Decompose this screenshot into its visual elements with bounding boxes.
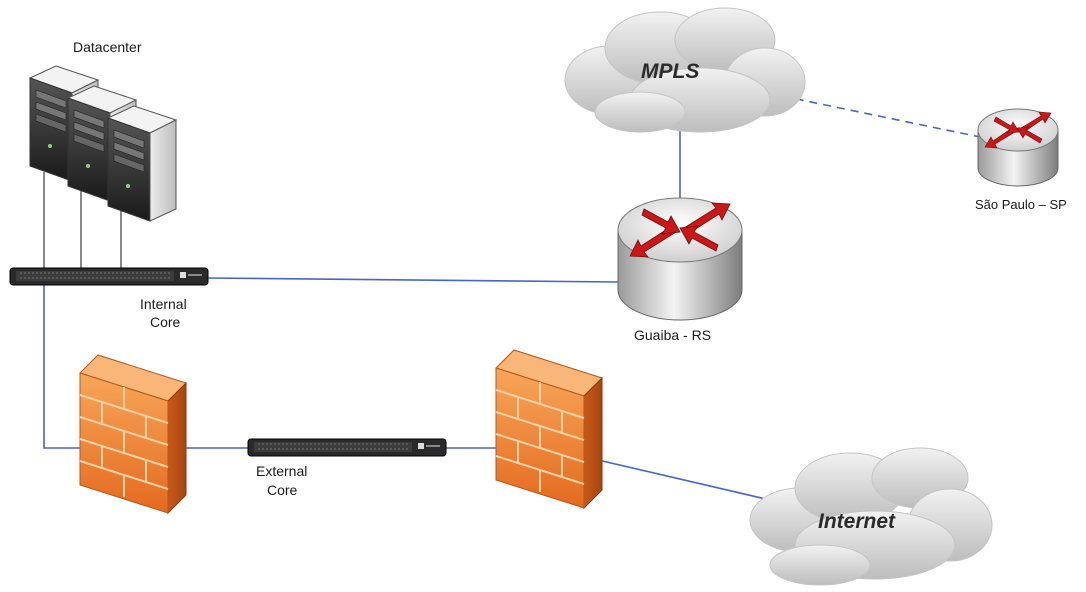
saopaulo-router-icon[interactable] (977, 108, 1059, 187)
internal-core-switch[interactable] (9, 267, 209, 286)
firewall-right-icon[interactable] (495, 349, 603, 509)
links (43, 95, 981, 501)
internal-core-label-line1: Internal (140, 296, 187, 312)
mpls-label: MPLS (641, 60, 700, 83)
server-icon (107, 105, 177, 222)
external-core-label-line1: External (256, 463, 308, 479)
datacenter-label: Datacenter (73, 39, 142, 55)
saopaulo-label: São Paulo – SP (975, 197, 1067, 212)
link-mpls-saopaulo (781, 95, 981, 138)
link-firewall-internet (597, 459, 771, 501)
external-core-switch[interactable] (247, 438, 447, 457)
firewall-left-icon[interactable] (79, 354, 187, 514)
link-internal-core-guaiba (206, 277, 619, 283)
server-cables (43, 172, 122, 268)
mpls-cloud[interactable] (564, 7, 806, 133)
datacenter-servers[interactable] (29, 65, 177, 222)
guaiba-label: Guaiba - RS (634, 327, 712, 343)
link-internal-core-firewall (43, 285, 95, 449)
guaiba-router-icon[interactable] (617, 197, 743, 321)
internet-cloud[interactable] (749, 447, 993, 586)
external-core-label-line2: Core (267, 482, 298, 498)
internal-core-label-line2: Core (150, 314, 181, 330)
internet-label: Internet (818, 510, 896, 533)
